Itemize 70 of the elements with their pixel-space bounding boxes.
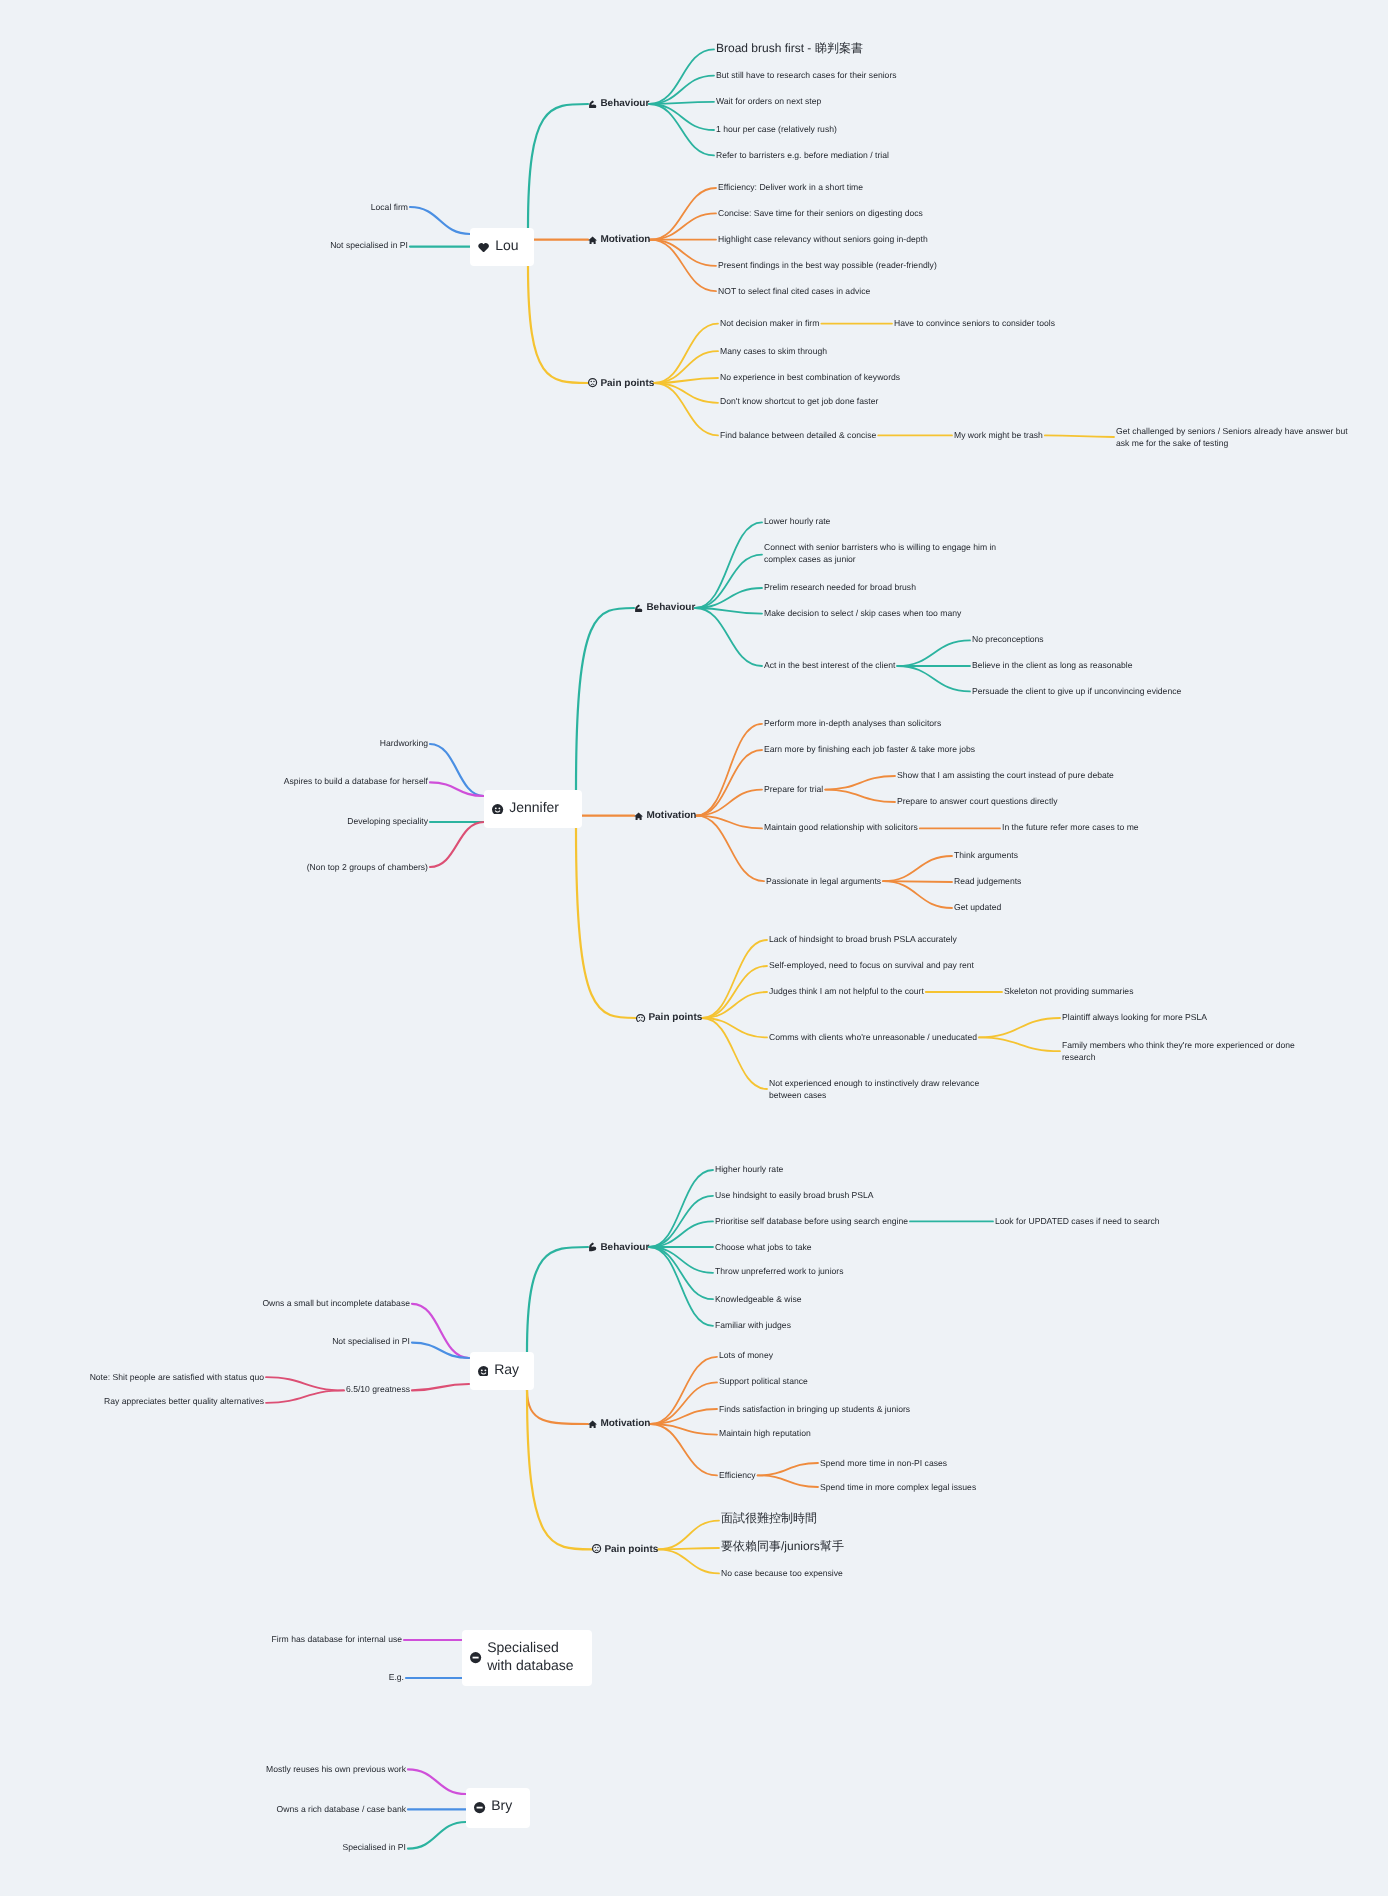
branch-line — [525, 1245, 590, 1354]
branch-line — [978, 1017, 1061, 1039]
branch-line — [882, 880, 953, 909]
branch-line — [648, 103, 715, 157]
branch-line — [265, 1376, 345, 1392]
branch-line — [824, 775, 896, 791]
branch-line — [653, 382, 719, 437]
central-topic-box — [466, 1788, 530, 1828]
branch-line — [653, 322, 719, 384]
branch-line — [882, 880, 953, 883]
branch-line — [649, 1423, 718, 1436]
branch-line — [402, 1638, 464, 1642]
branch-line — [648, 1246, 714, 1327]
branch-line — [820, 322, 893, 325]
branch-line — [648, 1169, 714, 1248]
branch-line — [428, 742, 486, 798]
branch-line — [649, 1423, 718, 1477]
branch-line — [701, 1017, 768, 1090]
branch-line — [406, 1808, 468, 1811]
branch-line — [406, 1820, 468, 1850]
branch-line — [410, 1341, 471, 1360]
branch-line — [526, 102, 590, 230]
central-topic-box — [470, 228, 534, 266]
branch-line — [408, 205, 472, 236]
branch-line — [648, 103, 715, 131]
branch-line — [265, 1389, 345, 1404]
branch-line — [657, 1548, 720, 1575]
branch-line — [648, 1246, 714, 1274]
branch-line — [428, 781, 486, 798]
branch-line — [694, 607, 763, 667]
central-topic-box — [462, 1630, 592, 1686]
branch-line — [649, 238, 717, 293]
branch-line — [924, 991, 1003, 993]
branch-line — [694, 607, 763, 615]
branch-line — [649, 1355, 718, 1425]
branch-line — [408, 245, 472, 248]
branch-line — [525, 1388, 594, 1551]
branch-line — [649, 187, 717, 241]
branch-line — [649, 212, 717, 241]
branch-line — [653, 382, 719, 404]
central-topic-box — [469, 1352, 533, 1390]
branch-line — [406, 1768, 468, 1796]
branch-line — [580, 814, 636, 817]
branch-line — [574, 826, 638, 1020]
branch-line — [648, 1246, 714, 1301]
branch-line — [695, 749, 763, 817]
branch-line — [695, 814, 765, 883]
central-topic-box — [484, 790, 582, 828]
branch-line — [756, 1462, 819, 1477]
branch-line — [824, 788, 896, 803]
branch-line — [918, 827, 1001, 830]
branch-line — [701, 939, 768, 1019]
branch-line — [694, 521, 763, 609]
branch-line — [574, 606, 636, 792]
branch-line — [532, 238, 590, 241]
branch-line — [695, 722, 763, 817]
branch-line — [877, 434, 953, 437]
branch-line — [896, 665, 971, 693]
branch-line — [526, 264, 590, 385]
branch-line — [909, 1220, 994, 1223]
branch-line — [410, 1302, 471, 1360]
branch-line — [657, 1547, 720, 1551]
branch-line — [404, 1676, 464, 1680]
branch-line — [695, 788, 763, 817]
branch-line — [410, 1382, 471, 1392]
branch-line — [1043, 434, 1115, 438]
branch-line — [978, 1036, 1061, 1053]
branch-line — [428, 820, 486, 869]
branch-line — [756, 1474, 819, 1488]
branch-line — [701, 1017, 768, 1039]
